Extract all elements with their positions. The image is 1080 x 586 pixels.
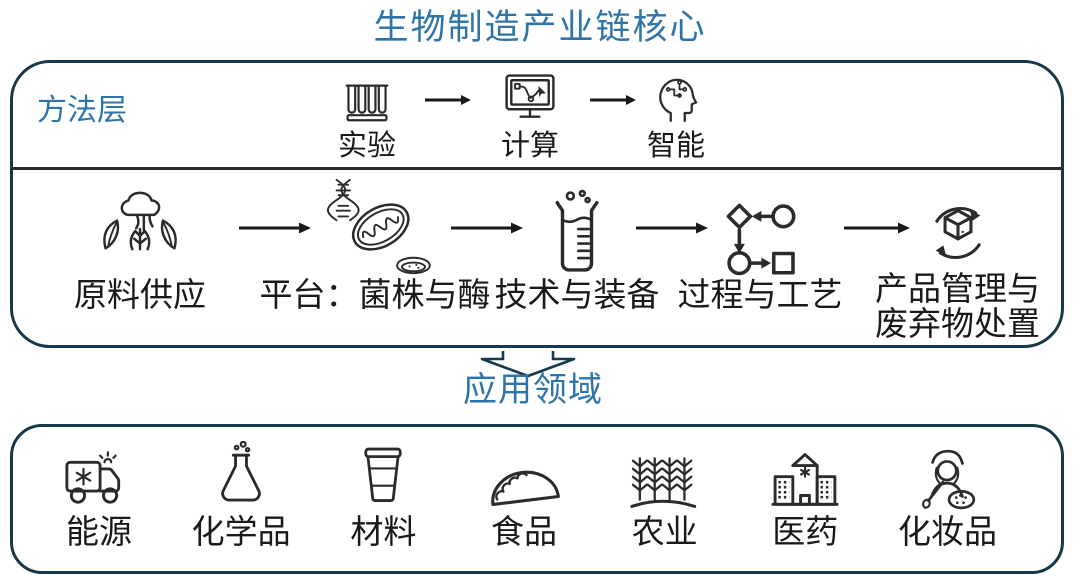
- method-item-intelligence: 智能: [628, 69, 724, 163]
- app-item-label: 食品: [490, 515, 557, 551]
- app-item-medicine: 医药: [757, 441, 853, 571]
- app-item-label: 医药: [772, 515, 839, 551]
- monitor-curve-icon: [500, 69, 560, 127]
- test-tube-rack-icon: [340, 69, 394, 127]
- method-layer-row: 方法层 实验: [13, 63, 1061, 170]
- app-item-food: 食品: [476, 441, 572, 571]
- diagram-title: 生物制造产业链核心: [373, 8, 707, 47]
- app-item-label: 能源: [66, 515, 132, 551]
- app-item-label: 化学品: [191, 515, 291, 551]
- biomass-plants-icon: [93, 175, 187, 277]
- chain-item-label: 产品管理与 废弃物处置: [875, 272, 1040, 343]
- app-item-materials: 材料: [335, 441, 431, 571]
- chain-item-label: 平台：菌株与酶: [259, 278, 491, 314]
- chemical-flask-icon: [214, 441, 268, 511]
- right-arrow-icon: [425, 95, 471, 105]
- method-item-experiment: 实验: [319, 69, 415, 163]
- chain-item-process: 过程与工艺: [665, 175, 855, 314]
- flowchart-icon: [716, 175, 804, 277]
- material-cup-icon: [355, 441, 411, 511]
- app-item-label: 化妆品: [897, 515, 997, 551]
- chain-item-platform: 平台：菌株与酶: [250, 175, 500, 314]
- applications-label: 应用领域: [463, 372, 603, 409]
- method-item-label: 实验: [337, 130, 396, 162]
- energy-truck-icon: [61, 441, 137, 511]
- dna-mitochondria-petri-icon: [317, 175, 433, 277]
- app-item-energy: 能源: [51, 441, 147, 571]
- right-arrow-icon: [844, 222, 910, 234]
- app-item-chemicals: 化学品: [192, 441, 291, 571]
- right-arrow-icon: [590, 95, 636, 105]
- chain-item-technology: 技术与装备: [477, 175, 677, 314]
- chain-item-label: 技术与装备: [494, 278, 660, 314]
- chain-item-label: 过程与工艺: [677, 278, 843, 314]
- method-layer-label: 方法层: [37, 94, 127, 127]
- core-chain-box: 方法层 实验: [10, 60, 1064, 348]
- chain-item-label: 原料供应: [74, 278, 206, 314]
- recycle-box-icon: [918, 175, 998, 271]
- applications-row: 能源 化学品: [13, 427, 1061, 571]
- method-item-computation: 计算: [482, 69, 578, 163]
- beaker-icon: [544, 175, 610, 277]
- app-item-cosmetics: 化妆品: [898, 441, 997, 571]
- app-item-label: 农业: [631, 515, 698, 551]
- right-arrow-icon: [636, 222, 708, 234]
- food-taco-icon: [484, 441, 564, 511]
- applications-box: 能源 化学品: [10, 424, 1064, 574]
- down-arrow-icon: [480, 351, 576, 378]
- ai-head-icon: [648, 69, 704, 127]
- app-item-agriculture: 农业: [617, 441, 713, 571]
- chain-item-product-management: 产品管理与 废弃物处置: [855, 175, 1060, 343]
- chain-item-raw-materials: 原料供应: [35, 175, 245, 314]
- app-item-label: 材料: [350, 515, 417, 551]
- method-item-label: 计算: [500, 130, 559, 162]
- medicine-hospital-icon: [769, 441, 841, 511]
- right-arrow-icon: [451, 222, 523, 234]
- agriculture-wheat-icon: [626, 441, 704, 511]
- cosmetics-artist-icon: [914, 441, 980, 511]
- method-item-label: 智能: [646, 130, 705, 162]
- right-arrow-icon: [239, 222, 311, 234]
